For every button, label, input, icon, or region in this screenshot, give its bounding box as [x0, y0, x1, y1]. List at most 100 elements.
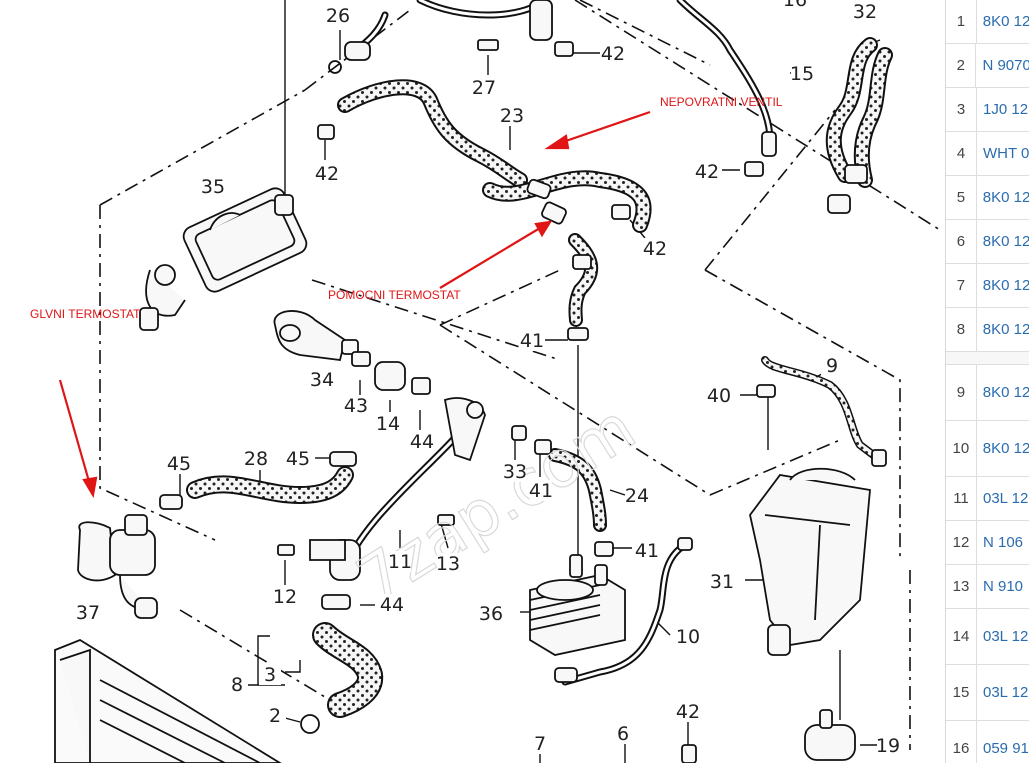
part-code-link[interactable]: N 106	[983, 534, 1024, 551]
part-label-42: 42	[643, 238, 667, 260]
table-row[interactable]: 5 8K0 12	[946, 176, 1029, 220]
aux-pump	[804, 709, 856, 761]
part-label-bg	[791, 63, 813, 84]
part-label-bg	[784, 0, 806, 10]
part-label-bg	[644, 238, 666, 259]
part-label-32: 32	[853, 1, 877, 23]
part-code-link[interactable]: 8K0 12	[982, 13, 1029, 30]
part-code-link[interactable]: 1J0 12	[983, 101, 1029, 118]
part-label-42: 42	[695, 161, 719, 183]
part-label-7: 7	[534, 733, 546, 755]
part-label-41: 41	[635, 540, 659, 562]
part-label-bg	[389, 551, 411, 572]
hoses	[186, 37, 893, 718]
part-code-link[interactable]: 8K0 12	[982, 189, 1029, 206]
part-label-15: 15	[790, 63, 814, 85]
table-row[interactable]: 16 059 91	[946, 721, 1029, 763]
row-index: 15	[946, 665, 977, 720]
part-code-link[interactable]: 8K0 12	[982, 277, 1029, 294]
sleeve-14	[374, 361, 406, 391]
part-code-link[interactable]: 059 91	[983, 740, 1029, 757]
part-label-40: 40	[707, 385, 731, 407]
row-index: 10	[946, 421, 977, 476]
part-label-31: 31	[710, 571, 734, 593]
part-label-bg	[77, 602, 99, 623]
table-row[interactable]: 13 N 910	[946, 565, 1029, 609]
coolant-system-diagram: 7zap.com 2616322742152342423542419344340…	[30, 0, 941, 763]
part-label-42: 42	[315, 163, 339, 185]
table-row[interactable]: 12 N 106	[946, 521, 1029, 565]
row-index: 5	[946, 176, 977, 219]
part-label-bg	[696, 161, 718, 182]
part-label-bg	[708, 385, 730, 406]
part-label-16: 16	[783, 0, 807, 11]
part-code-link[interactable]: 03L 12	[983, 628, 1029, 645]
part-label-bg	[264, 705, 286, 726]
connector-11	[309, 397, 486, 581]
part-code-link[interactable]: 8K0 12	[982, 233, 1029, 250]
part-label-2: 2	[269, 705, 281, 727]
annotation-pomocni-termostat: POMOCNI TERMOSTAT	[328, 288, 461, 302]
part-label-bg	[530, 480, 552, 501]
part-label-bg	[226, 674, 248, 695]
part-label-23: 23	[500, 105, 524, 127]
thermostat-flange-34	[273, 310, 359, 361]
part-label-36: 36	[479, 603, 503, 625]
part-label-bg	[677, 701, 699, 722]
part-code-link[interactable]: 8K0 12	[982, 384, 1029, 401]
part-label-43: 43	[344, 395, 368, 417]
part-code-link[interactable]: 03L 12	[983, 490, 1029, 507]
row-index: 12	[946, 521, 977, 564]
row-index: 16	[946, 721, 977, 763]
table-row[interactable]: 15 03L 12	[946, 665, 1029, 721]
part-label-42: 42	[676, 701, 700, 723]
part-code-link[interactable]: WHT 0	[983, 145, 1029, 162]
part-label-41: 41	[520, 330, 544, 352]
annotation-arrows	[58, 110, 651, 499]
part-code-link[interactable]: N 910	[983, 578, 1024, 595]
part-label-bg	[411, 431, 433, 452]
part-label-bg	[473, 77, 495, 98]
part-label-3: 3	[264, 664, 276, 686]
annotation-glavni-termostat: GLVNI TERMOSTAT	[30, 307, 141, 321]
row-index: 2	[946, 44, 977, 87]
table-row[interactable]: 4 WHT 0	[946, 132, 1029, 176]
part-label-bg	[626, 485, 648, 506]
part-label-34: 34	[310, 369, 334, 391]
expansion-tank-31	[749, 467, 871, 656]
part-label-bg	[311, 369, 333, 390]
part-label-bg	[316, 163, 338, 184]
part-code-link[interactable]: N 9070	[982, 57, 1029, 74]
part-label-41: 41	[529, 480, 553, 502]
part-label-45: 45	[167, 453, 191, 475]
main-thermostat-37	[77, 514, 158, 619]
table-section-gap	[946, 352, 1029, 365]
part-code-link[interactable]: 8K0 12	[982, 321, 1029, 338]
part-code-link[interactable]: 8K0 12	[982, 440, 1029, 457]
clamp-45	[329, 451, 357, 467]
row-index: 4	[946, 132, 977, 175]
part-label-bg	[345, 395, 367, 416]
part-label-bg	[821, 355, 843, 376]
part-label-bg	[437, 553, 459, 574]
row-index: 13	[946, 565, 977, 608]
egr-cooler	[139, 187, 308, 331]
table-row[interactable]: 10 8K0 12	[946, 421, 1029, 477]
part-label-11: 11	[388, 551, 412, 573]
part-label-10: 10	[676, 626, 700, 648]
part-label-bg	[504, 461, 526, 482]
part-label-9: 9	[826, 355, 838, 377]
part-label-bg	[877, 735, 899, 756]
table-row[interactable]: 2 N 9070	[946, 44, 1029, 88]
part-label-24: 24	[625, 485, 649, 507]
part-code-link[interactable]: 03L 12	[983, 684, 1029, 701]
part-label-12: 12	[273, 586, 297, 608]
